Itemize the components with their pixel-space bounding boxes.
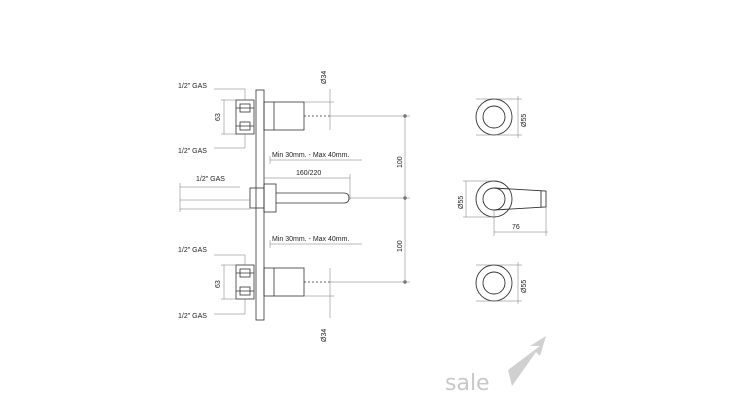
dim-55-top: Ø55 xyxy=(521,114,528,127)
dim-55-middle: Ø55 xyxy=(458,196,465,209)
minmax-bottom: Min 30mm. - Max 40mm. xyxy=(272,236,349,243)
gas-label-bottom-lower: 1/2" GAS xyxy=(178,313,207,320)
wall-plate xyxy=(255,89,265,321)
bottom-handle-plan xyxy=(475,264,513,302)
logo-text: sale xyxy=(445,371,490,396)
bottom-valve xyxy=(235,264,330,300)
dim-34-bottom: Ø34 xyxy=(321,329,328,342)
dim-63-bottom: 63 xyxy=(215,280,222,288)
sale-logo: sale xyxy=(445,336,546,396)
logo-mark-icon xyxy=(508,336,546,386)
top-valve xyxy=(235,99,330,135)
spout-length: 160/220 xyxy=(296,170,321,177)
spout xyxy=(249,183,350,213)
dim-55-bottom: Ø55 xyxy=(521,280,528,293)
dim-100-top: 100 xyxy=(397,156,404,168)
gas-label-middle: 1/2" GAS xyxy=(196,176,225,183)
dim-34-top: Ø34 xyxy=(321,71,328,84)
dim-100-bottom: 100 xyxy=(397,240,404,252)
gas-label-top-lower: 1/2" GAS xyxy=(178,148,207,155)
spout-plan xyxy=(475,180,547,218)
gas-label-bottom-upper: 1/2" GAS xyxy=(178,247,207,254)
dim-76: 76 xyxy=(512,224,520,231)
dim-63-top: 63 xyxy=(215,113,222,121)
gas-label-top-upper: 1/2" GAS xyxy=(178,83,207,90)
minmax-top: Min 30mm. - Max 40mm. xyxy=(272,152,349,159)
top-handle-plan xyxy=(475,98,513,136)
